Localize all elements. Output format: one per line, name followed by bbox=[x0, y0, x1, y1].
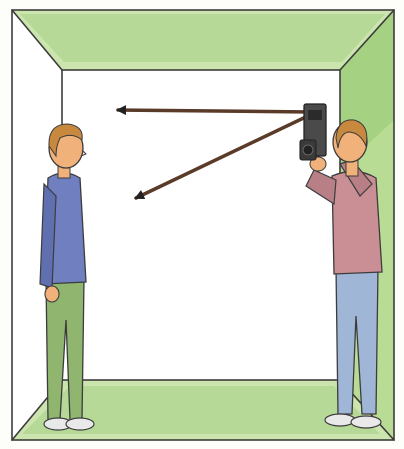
room-back-wall bbox=[62, 70, 340, 380]
camera-icon bbox=[300, 104, 326, 160]
arrow-upper-left bbox=[118, 110, 312, 112]
